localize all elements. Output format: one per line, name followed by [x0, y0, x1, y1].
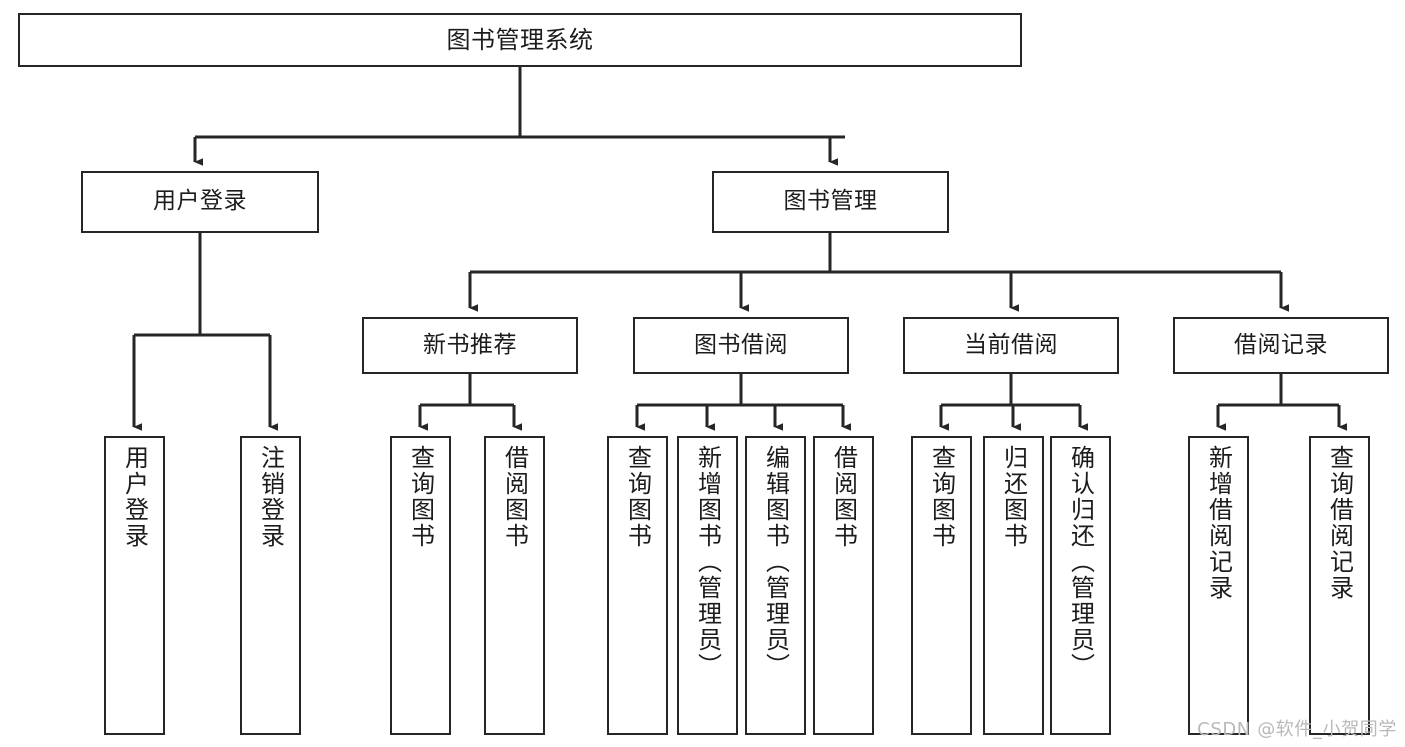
node-label: 用户登录 — [153, 188, 247, 215]
node-leaf-user-login[interactable]: 用户登录 — [104, 436, 165, 735]
node-root-book-management-system[interactable]: 图书管理系统 — [18, 13, 1022, 67]
node-leaf-borrow-book-2[interactable]: 借阅图书 — [813, 436, 874, 735]
node-current-borrow[interactable]: 当前借阅 — [903, 317, 1119, 374]
node-leaf-query-book-1[interactable]: 查询图书 — [390, 436, 451, 735]
node-label: 新书推荐 — [423, 331, 517, 358]
csdn-watermark: CSDN @软件_小贺同学 — [1197, 719, 1397, 740]
node-label: 确认归还（管理员） — [1066, 445, 1095, 679]
node-label: 归还图书 — [999, 445, 1028, 549]
node-label: 当前借阅 — [964, 331, 1058, 358]
node-label: 新增借阅记录 — [1204, 445, 1233, 601]
node-leaf-add-borrow-record[interactable]: 新增借阅记录 — [1188, 436, 1249, 735]
node-leaf-return-book[interactable]: 归还图书 — [983, 436, 1044, 735]
node-leaf-query-book-3[interactable]: 查询图书 — [911, 436, 972, 735]
node-leaf-user-logout[interactable]: 注销登录 — [240, 436, 301, 735]
node-leaf-edit-book[interactable]: 编辑图书（管理员） — [745, 436, 806, 735]
node-label: 查询图书 — [927, 445, 956, 549]
node-label: 注销登录 — [256, 445, 285, 549]
node-label: 借阅记录 — [1234, 331, 1328, 358]
node-label: 查询图书 — [406, 445, 435, 549]
node-leaf-add-book[interactable]: 新增图书（管理员） — [677, 436, 738, 735]
node-leaf-query-book-2[interactable]: 查询图书 — [607, 436, 668, 735]
node-borrow-record[interactable]: 借阅记录 — [1173, 317, 1389, 374]
node-label: 查询借阅记录 — [1325, 445, 1354, 601]
node-leaf-confirm-return[interactable]: 确认归还（管理员） — [1050, 436, 1111, 735]
node-label: 借阅图书 — [500, 445, 529, 549]
node-new-book-recommend[interactable]: 新书推荐 — [362, 317, 578, 374]
node-user-login[interactable]: 用户登录 — [81, 171, 319, 233]
node-label: 图书管理系统 — [446, 25, 594, 54]
node-label: 借阅图书 — [829, 445, 858, 549]
node-label: 用户登录 — [120, 445, 149, 549]
node-label: 编辑图书（管理员） — [761, 445, 790, 679]
node-label: 图书借阅 — [694, 331, 788, 358]
node-book-borrow[interactable]: 图书借阅 — [633, 317, 849, 374]
node-label: 查询图书 — [623, 445, 652, 549]
node-label: 图书管理 — [783, 188, 878, 215]
node-leaf-borrow-book-1[interactable]: 借阅图书 — [484, 436, 545, 735]
node-book-manage[interactable]: 图书管理 — [712, 171, 949, 233]
node-label: 新增图书（管理员） — [693, 445, 722, 679]
node-leaf-query-borrow-record[interactable]: 查询借阅记录 — [1309, 436, 1370, 735]
